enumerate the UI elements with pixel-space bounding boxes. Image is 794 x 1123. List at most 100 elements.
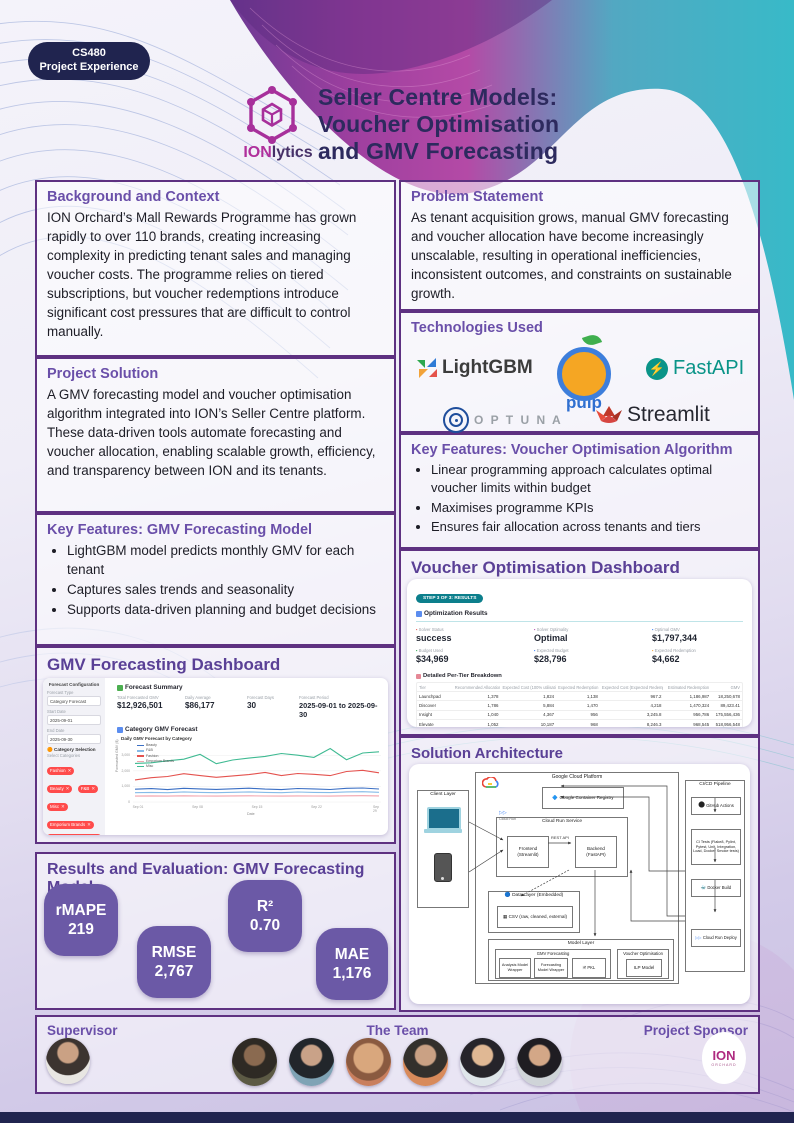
per-tier-title-text: Detailed Per-Tier Breakdown	[423, 673, 502, 679]
section-technologies: Technologies Used LightGBM pulp ⚡	[399, 311, 760, 433]
remove-tag-icon[interactable]: ✕	[91, 786, 96, 791]
section-heading: Background and Context	[47, 189, 220, 205]
sponsor-logo-ion: ION	[712, 1048, 736, 1063]
fastapi-label: FastAPI	[673, 357, 745, 379]
remove-tag-icon[interactable]: ✕	[65, 786, 70, 791]
footer-panel: Supervisor The Team Project Sponsor	[35, 1015, 760, 1094]
chart-series-line	[134, 787, 380, 791]
table-cell: Launchpad	[417, 691, 453, 700]
metric-label: MAE	[334, 945, 370, 963]
feature-list: Linear programming approach calculates o…	[431, 461, 748, 537]
category-tag[interactable]: Fashion✕	[47, 767, 75, 775]
metric-value: $1,797,344	[652, 633, 698, 643]
table-cell: 5,884	[500, 700, 557, 709]
voucher-metric: ▪ Expected Budget$28,796	[534, 648, 652, 664]
metric-value: $86,177	[185, 701, 215, 710]
chart-xlabel: Date	[247, 812, 255, 816]
table-cell: 1,470	[556, 700, 600, 709]
gcp-cloud-icon	[482, 777, 499, 788]
streamlit-logo: Streamlit	[596, 403, 710, 427]
table-cell: 18,250,678	[711, 691, 742, 700]
section-problem-statement: Problem Statement As tenant acquisition …	[399, 180, 760, 311]
sponsor-logo: ION ORCHARD	[702, 1032, 746, 1084]
legend-swatch	[137, 760, 144, 763]
remove-tag-icon[interactable]: ✕	[67, 768, 72, 773]
forecasting-wrapper-box: Forecasting Model Wrapper	[534, 958, 568, 978]
legend-label: Beauty	[146, 743, 157, 747]
step-pill[interactable]: STEP 3 OF 3: RESULTS	[416, 594, 484, 603]
legend-item: Emporium Brands	[137, 759, 174, 764]
legend-swatch	[137, 765, 144, 768]
docker-icon: 🐳	[700, 885, 707, 891]
table-cell: 1,138	[556, 691, 600, 700]
metric-rmse: RMSE 2,767	[137, 926, 211, 998]
metric-label: RMSE	[151, 943, 197, 961]
section-gmv-dashboard: GMV Forecasting Dashboard Forecast Confi…	[35, 646, 396, 844]
x-tick: Sep 01	[132, 805, 144, 809]
category-tag[interactable]: Emporium Brands✕	[47, 821, 94, 829]
table-header-cell: Expected Redemption	[558, 684, 599, 690]
lightgbm-label: LightGBM	[442, 357, 533, 378]
pkl-box: 🗎 PKL	[572, 958, 606, 978]
metric-value: $34,969	[416, 654, 449, 664]
section-heading: Technologies Used	[411, 320, 543, 336]
start-date-input[interactable]: 2025-09-01	[47, 715, 101, 725]
team-avatar	[346, 1038, 391, 1086]
tag-label: F&B	[80, 786, 90, 791]
ionlytics-logo: IONlytics	[240, 84, 316, 162]
metric-value: 2,767	[154, 963, 194, 980]
technology-logos: LightGBM pulp ⚡ FastAPI O P T U N A	[411, 332, 748, 443]
logo-lytics: lytics	[271, 144, 313, 161]
team-label: The Team	[366, 1023, 429, 1038]
category-tag[interactable]: Misc✕	[47, 803, 68, 811]
generate-forecast-button[interactable]: Generate Forecast	[47, 834, 101, 835]
phone-icon	[434, 853, 452, 882]
data-layer-box: 🔵 Data Layer (Embedded) ▦ CSV (raw, clea…	[488, 891, 580, 933]
tag-label: Beauty	[50, 786, 64, 791]
table-cell: 8,246.3	[599, 719, 664, 727]
architecture-arrows	[468, 784, 717, 937]
category-tag[interactable]: F&B✕	[77, 785, 99, 793]
end-date-input[interactable]: 2025-09-30	[47, 734, 101, 744]
end-date-label: End Date	[47, 728, 65, 733]
section-body: ION Orchard’s Mall Rewards Programme has…	[47, 210, 357, 340]
gmv-group-label: GMV Forecasting	[536, 951, 570, 956]
legend-label: F&B	[146, 748, 153, 753]
feature-list: LightGBM model predicts monthly GMV for …	[67, 541, 384, 619]
feature-item: Captures sales trends and seasonality	[67, 580, 384, 599]
streamlit-label: Streamlit	[627, 403, 710, 426]
metric-value: $12,926,501	[117, 701, 163, 710]
section-heading: GMV Forecasting Dashboard	[47, 655, 281, 674]
team-avatar	[460, 1038, 505, 1086]
table-cell: 1,040	[452, 709, 501, 719]
legend-label: Emporium Brands	[146, 758, 175, 763]
gcr-label: Google Container Registry	[559, 795, 614, 801]
remove-tag-icon[interactable]: ✕	[87, 822, 91, 827]
category-selection-text: Category Selection	[54, 747, 96, 752]
feature-item: LightGBM model predicts monthly GMV for …	[67, 541, 384, 579]
category-selection-title: 🟠 Category Selection	[47, 747, 96, 752]
voucher-dashboard-body: STEP 3 OF 3: RESULTS Optimization Result…	[407, 579, 752, 727]
forecast-type-select[interactable]: Category Forecast	[47, 696, 101, 706]
title-line2: Voucher Optimisation	[318, 111, 560, 138]
sidebar-title: Forecast Configuration	[48, 682, 100, 687]
table-cell: 967.2	[599, 691, 664, 700]
summary-icon	[117, 684, 123, 691]
forecast-summary-title: Forecast Summary	[117, 684, 382, 691]
legend-label: Fashion	[146, 753, 159, 758]
remove-tag-icon[interactable]: ✕	[61, 804, 65, 809]
bottom-bar	[0, 1112, 794, 1123]
github-actions-label: GitHub Actions	[706, 803, 734, 809]
table-cell: 4,367	[500, 709, 557, 719]
csv-grid-icon: ▦	[502, 914, 508, 920]
table-cell: 10,187	[500, 719, 557, 727]
category-tag[interactable]: Beauty✕	[47, 785, 73, 793]
table-cell: 968,545	[663, 719, 712, 727]
table-icon	[416, 673, 421, 679]
title-line3: and GMV Forecasting	[318, 138, 559, 165]
section-heading: Problem Statement	[411, 189, 544, 205]
